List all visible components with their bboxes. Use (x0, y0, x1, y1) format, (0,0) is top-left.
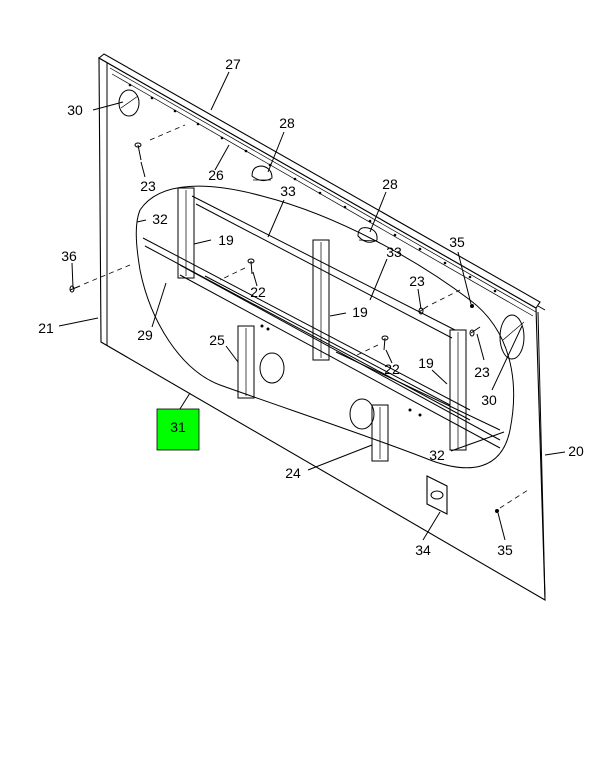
callout-33-upper: 33 (280, 183, 296, 199)
callout-20: 20 (568, 443, 584, 459)
callout-24: 24 (285, 465, 301, 481)
callout-33-lower: 33 (386, 244, 402, 260)
callout-19-left: 19 (218, 232, 234, 248)
callout-19-right: 19 (418, 355, 434, 371)
callout-19-middle: 19 (352, 304, 368, 320)
corner-cutout-right (499, 314, 525, 360)
callout-29: 29 (137, 327, 153, 343)
callout-labels: 27 30 28 26 28 23 33 32 19 35 36 33 22 2… (38, 56, 584, 558)
callout-28-left: 28 (279, 115, 295, 131)
screw-22-upper (219, 258, 255, 281)
wall-panel (98, 53, 546, 601)
callout-32-lower: 32 (429, 447, 445, 463)
rivet-35-lower (495, 489, 529, 513)
callout-22-lower: 22 (384, 361, 400, 377)
keyhole-plate (426, 475, 448, 515)
callout-36: 36 (61, 248, 77, 264)
highlight-label: 31 (170, 419, 186, 435)
callout-30-lower: 30 (481, 392, 497, 408)
cutaway-frame-view (135, 185, 515, 469)
screw-22-lower (354, 335, 389, 357)
callout-28-right: 28 (382, 176, 398, 192)
screw-23-right (469, 326, 481, 337)
callout-23-middle: 23 (409, 273, 425, 289)
callout-34: 34 (415, 542, 431, 558)
callout-23-left: 23 (140, 178, 156, 194)
callout-21: 21 (38, 320, 54, 336)
callout-25: 25 (209, 332, 225, 348)
callout-32-upper: 32 (152, 211, 168, 227)
screw-36 (69, 264, 131, 293)
callout-35-upper: 35 (449, 234, 465, 250)
callout-23-right: 23 (474, 364, 490, 380)
callout-30-upper: 30 (67, 102, 83, 118)
grommet-left (251, 165, 273, 182)
callout-27: 27 (225, 56, 241, 72)
callout-26: 26 (208, 167, 224, 183)
grommet-right (357, 227, 378, 243)
highlight-box (156, 408, 200, 451)
callout-22-upper: 22 (250, 284, 266, 300)
callout-35-lower: 35 (497, 542, 513, 558)
screw-23-left (134, 124, 186, 161)
